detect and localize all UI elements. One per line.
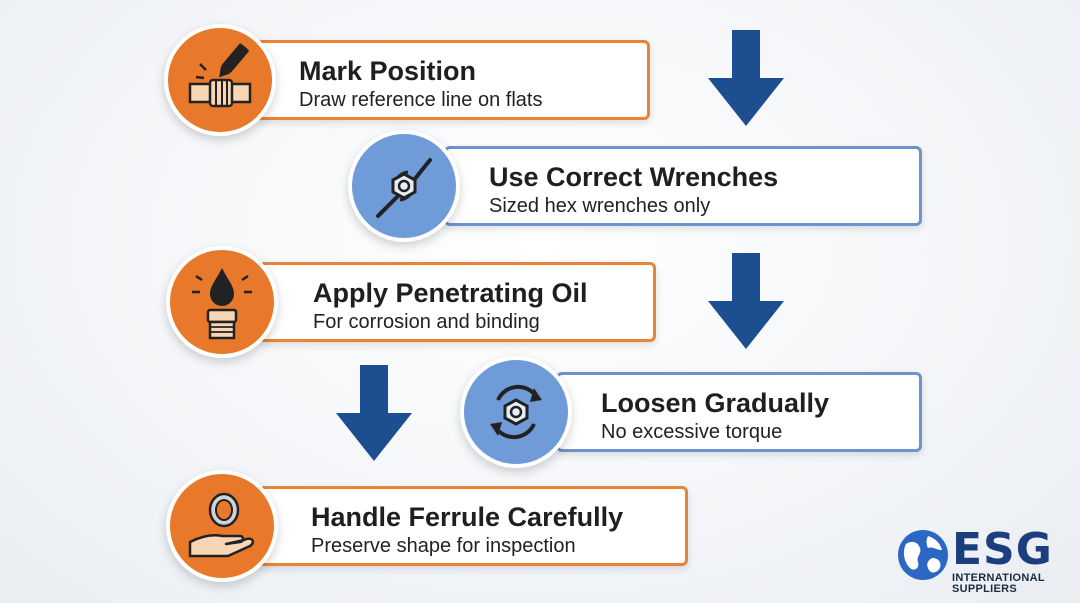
logo-line-2: SUPPLIERS [952, 583, 1018, 595]
step-subtitle: Preserve shape for inspection [311, 535, 576, 557]
step-subtitle: Draw reference line on flats [299, 89, 543, 111]
step-card: Apply Penetrating Oil For corrosion and … [258, 262, 656, 342]
step-subtitle: No excessive torque [601, 421, 783, 443]
esg-logo: ESG INTERNATIONAL SUPPLIERS [896, 524, 1068, 596]
arrow-down-icon [708, 30, 784, 126]
logo-brand: ESG [952, 524, 1053, 575]
logo-line-1: INTERNATIONAL [952, 572, 1045, 584]
step-title: Handle Ferrule Carefully [311, 502, 624, 532]
globe-icon [898, 530, 948, 580]
step-title: Loosen Gradually [601, 388, 830, 418]
oil-drop-fitting-icon [166, 246, 278, 358]
step-card: Handle Ferrule Carefully Preserve shape … [258, 486, 688, 566]
step-use-correct-wrenches: Use Correct Wrenches Sized hex wrenches … [348, 130, 926, 242]
step-subtitle: For corrosion and binding [313, 311, 540, 333]
wrench-hex-nut-icon [348, 130, 460, 242]
step-card: Loosen Gradually No excessive torque [556, 372, 922, 452]
rotate-hex-nut-icon [460, 356, 572, 468]
step-mark-position: Mark Position Draw reference line on fla… [164, 24, 654, 136]
arrow-down-icon [336, 365, 412, 461]
step-loosen-gradually: Loosen Gradually No excessive torque [460, 356, 926, 468]
arrow-down-icon [708, 253, 784, 349]
step-card: Use Correct Wrenches Sized hex wrenches … [444, 146, 922, 226]
step-card: Mark Position Draw reference line on fla… [256, 40, 650, 120]
step-handle-ferrule-carefully: Handle Ferrule Carefully Preserve shape … [166, 470, 692, 582]
hand-ferrule-icon [166, 470, 278, 582]
step-title: Use Correct Wrenches [489, 162, 779, 192]
step-subtitle: Sized hex wrenches only [489, 195, 711, 217]
step-apply-penetrating-oil: Apply Penetrating Oil For corrosion and … [166, 246, 660, 358]
step-title: Apply Penetrating Oil [313, 278, 588, 308]
marker-pen-icon [164, 24, 276, 136]
step-title: Mark Position [299, 56, 477, 86]
